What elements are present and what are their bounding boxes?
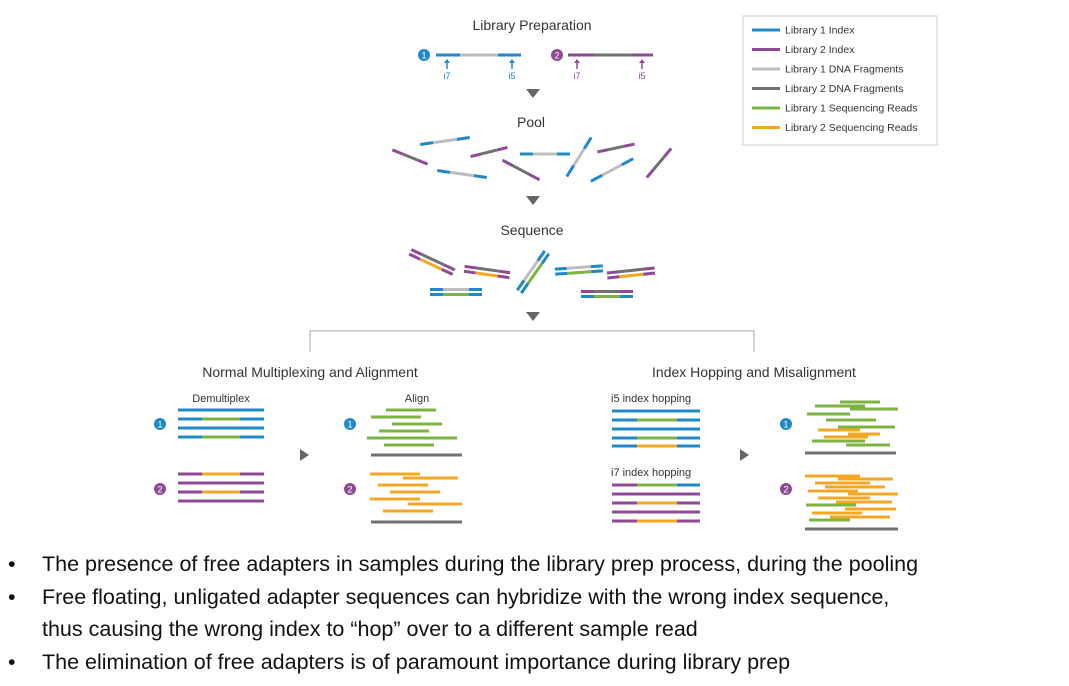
branch-bracket xyxy=(309,330,755,352)
right-arrow-icon xyxy=(300,449,309,461)
library-2-badge xyxy=(154,483,166,495)
library-2-badge xyxy=(344,483,356,495)
index-hopping-title: Index Hopping and Misalignment xyxy=(652,364,856,380)
i5-index-hopping-label: i5 index hopping xyxy=(611,393,691,405)
library-2-badge-number: 2 xyxy=(783,485,788,495)
library-2-badge xyxy=(551,49,563,61)
align-label: Align xyxy=(405,393,429,405)
library-1-badge xyxy=(344,418,356,430)
bullet-marker: • xyxy=(8,649,16,674)
down-arrow-icon xyxy=(526,196,540,205)
misaligned-reads-library-1 xyxy=(805,400,898,455)
library-1-badge-number: 1 xyxy=(783,420,788,430)
library-1-badge-number: 1 xyxy=(157,420,162,430)
library-2-badge-number: 2 xyxy=(554,51,559,61)
pool-title: Pool xyxy=(517,114,545,130)
bullet-item: thus causing the wrong index to “hop” ov… xyxy=(8,613,1068,646)
demultiplex-library-1 xyxy=(178,408,264,439)
right-arrow-icon xyxy=(740,449,749,461)
bullet-item: • The elimination of free adapters is of … xyxy=(8,646,1068,679)
index-hopping-diagram: Library Preparation 1 i7 i5 2 i7 i5 Pool xyxy=(154,15,938,531)
sequenced-fragments xyxy=(408,248,656,298)
bullet-marker: • xyxy=(8,552,16,576)
bullet-item: • Free floating, unligated adapter sequen… xyxy=(8,581,1068,614)
demultiplex-library-2 xyxy=(178,472,264,503)
bullet-text: thus causing the wrong index to “hop” ov… xyxy=(42,617,698,641)
library-2-construct: 2 i7 i5 xyxy=(551,49,653,81)
sequence-title: Sequence xyxy=(500,222,563,238)
library-1-badge xyxy=(780,418,792,430)
bullet-text: The presence of free adapters in samples… xyxy=(42,552,919,576)
misaligned-reads-library-2 xyxy=(805,474,898,531)
down-arrow-icon xyxy=(526,89,540,98)
demultiplex-label: Demultiplex xyxy=(192,393,250,405)
library-1-badge-number: 1 xyxy=(347,420,352,430)
legend-label: Library 2 Index xyxy=(785,44,855,56)
legend-label: Library 2 DNA Fragments xyxy=(785,83,903,95)
bullet-text: The elimination of free adapters is of p… xyxy=(42,649,791,674)
library-2-badge xyxy=(780,483,792,495)
legend-label: Library 1 Sequencing Reads xyxy=(785,103,918,115)
i7-label: i7 xyxy=(443,71,450,81)
normal-multiplexing-title: Normal Multiplexing and Alignment xyxy=(202,364,418,380)
i7-hopping-strands xyxy=(612,483,700,523)
library-1-badge xyxy=(154,418,166,430)
down-arrow-icon xyxy=(526,312,540,321)
library-1-construct: 1 i7 i5 xyxy=(418,49,521,81)
i7-label: i7 xyxy=(573,71,580,81)
library-preparation-title: Library Preparation xyxy=(472,17,591,33)
legend-label: Library 1 DNA Fragments xyxy=(785,64,903,76)
legend-label: Library 1 Index xyxy=(785,25,855,37)
i5-hopping-strands xyxy=(612,409,700,448)
pool-fragments xyxy=(391,136,673,183)
aligned-reads-library-1 xyxy=(367,408,462,457)
library-1-badge xyxy=(418,49,430,61)
i7-index-hopping-label: i7 index hopping xyxy=(611,467,691,479)
bullet-marker: • xyxy=(8,584,16,609)
i5-label: i5 xyxy=(508,71,515,81)
legend-label: Library 2 Sequencing Reads xyxy=(785,122,918,134)
bullet-item: • The presence of free adapters in sample… xyxy=(8,548,1068,581)
bullet-text: Free floating, unligated adapter sequenc… xyxy=(42,584,890,609)
library-1-badge-number: 1 xyxy=(421,51,426,61)
library-2-badge-number: 2 xyxy=(157,485,162,495)
aligned-reads-library-2 xyxy=(370,472,462,524)
library-2-badge-number: 2 xyxy=(347,485,352,495)
bullet-list: • The presence of free adapters in sample… xyxy=(8,548,1068,678)
i5-label: i5 xyxy=(638,71,645,81)
